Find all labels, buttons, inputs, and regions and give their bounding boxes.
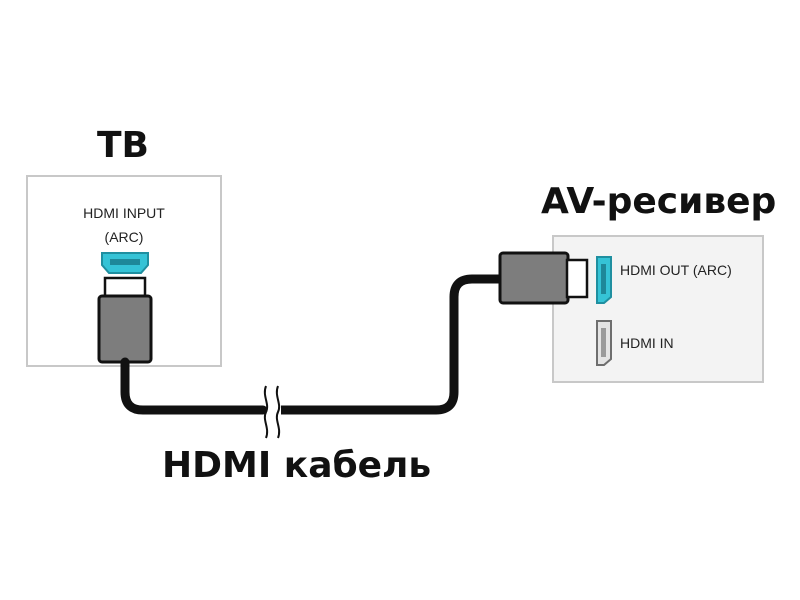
receiver-hdmi-out-arc-port-icon <box>596 256 612 304</box>
receiver-panel <box>552 235 764 383</box>
cable-label: HDMI кабель <box>162 445 431 486</box>
receiver-title: AV-ресивер <box>541 181 776 222</box>
receiver-port-out-label: HDMI OUT (ARC) <box>620 262 732 278</box>
tv-port-label-line1: HDMI INPUT <box>83 205 165 221</box>
receiver-hdmi-plug-icon <box>498 251 589 305</box>
cable-break-mark <box>275 385 281 439</box>
tv-title: ТВ <box>97 125 149 166</box>
hdmi-cable <box>120 274 503 439</box>
tv-hdmi-arc-port-icon <box>101 252 149 274</box>
receiver-port-in-label: HDMI IN <box>620 335 674 351</box>
cable-break-mark <box>263 385 269 439</box>
receiver-hdmi-in-port-icon <box>596 320 612 366</box>
tv-hdmi-plug-icon <box>97 276 153 364</box>
tv-port-label-line2: (ARC) <box>105 229 144 245</box>
